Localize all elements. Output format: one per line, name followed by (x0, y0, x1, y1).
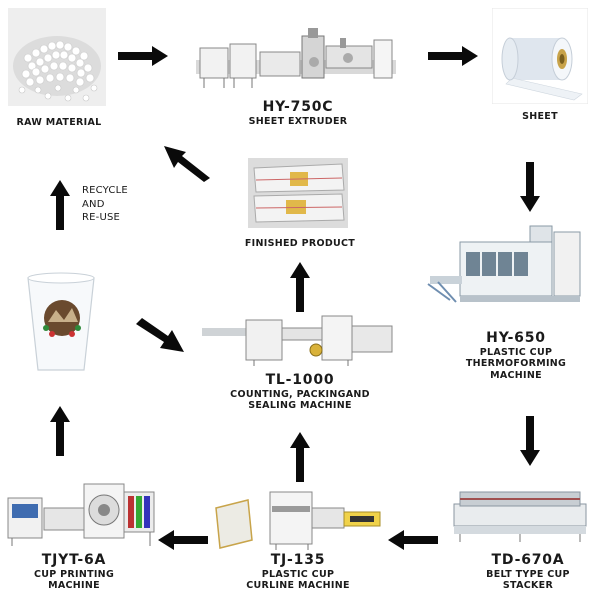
sheet-image (491, 7, 589, 105)
printing-label: TJYT-6A CUP PRINTING MACHINE (10, 552, 138, 592)
curline-label: TJ-135 PLASTIC CUP CURLINE MACHINE (228, 552, 368, 592)
thermoforming-machine-image (420, 218, 590, 310)
finished-product-name: FINISHED PRODUCT (244, 238, 356, 249)
sheet-name: SHEET (522, 111, 558, 122)
arrow-up-icon (50, 406, 70, 456)
recycle-label: RECYCLE AND RE-USE (82, 184, 128, 225)
arrow-down-icon (520, 416, 540, 466)
stacker-name-line1: BELT TYPE CUP (486, 568, 570, 580)
packing-model: TL-1000 (265, 372, 335, 388)
raw-material-label: RAW MATERIAL (0, 117, 118, 128)
thermoforming-name-line3: MACHINE (490, 369, 542, 381)
packing-machine-image (198, 310, 396, 366)
arrow-up-icon (290, 432, 310, 482)
arrow-diagonal-icon (164, 146, 210, 182)
arrow-down-icon (520, 162, 540, 212)
curline-model: TJ-135 (270, 552, 326, 568)
cup-printing-machine-image (4, 478, 158, 548)
arrow-left-icon (388, 530, 438, 550)
recycle-line2: AND (82, 198, 105, 210)
printing-model: TJYT-6A (41, 552, 107, 568)
packing-name-line1: COUNTING, PACKINGAND (230, 388, 370, 400)
raw-material-image (8, 8, 106, 106)
printing-name-line1: CUP PRINTING (33, 568, 115, 580)
curline-name-line1: PLASTIC CUP (261, 568, 335, 580)
arrow-left-icon (158, 530, 208, 550)
printing-name-line2: MACHINE (48, 580, 100, 592)
thermoforming-name-line1: PLASTIC CUP (479, 346, 553, 358)
sheet-extruder-image (190, 22, 408, 92)
sheet-label: SHEET (500, 111, 580, 122)
thermoforming-name-line2: THERMOFORMING (465, 358, 567, 370)
packing-label: TL-1000 COUNTING, PACKINGAND SEALING MAC… (212, 372, 388, 412)
thermoforming-label: HY-650 PLASTIC CUP THERMOFORMING MACHINE (440, 330, 592, 381)
stacker-name-line2: STACKER (502, 580, 554, 592)
packing-name-line2: SEALING MACHINE (248, 400, 352, 412)
arrow-diagonal-icon (136, 318, 184, 352)
finished-product-image (248, 158, 348, 228)
sheet-extruder-model: HY-750C (262, 99, 334, 115)
printed-cup-image (22, 270, 100, 374)
arrow-up-icon (50, 180, 70, 230)
belt-stacker-image (450, 482, 590, 544)
curline-name-line2: CURLINE MACHINE (246, 580, 350, 592)
stacker-model: TD-670A (491, 552, 565, 568)
recycle-line1: RECYCLE (82, 185, 128, 196)
arrow-up-icon (290, 262, 310, 312)
arrow-right-icon (428, 46, 478, 66)
sheet-extruder-label: HY-750C SHEET EXTRUDER (208, 99, 388, 127)
thermoforming-model: HY-650 (486, 330, 546, 346)
curline-machine-image (212, 488, 384, 550)
raw-material-name: RAW MATERIAL (16, 117, 102, 128)
arrow-right-icon (118, 46, 168, 66)
stacker-label: TD-670A BELT TYPE CUP STACKER (460, 552, 596, 592)
finished-product-label: FINISHED PRODUCT (228, 238, 372, 249)
sheet-extruder-name: SHEET EXTRUDER (248, 115, 348, 127)
recycle-line3: RE-USE (82, 212, 121, 223)
